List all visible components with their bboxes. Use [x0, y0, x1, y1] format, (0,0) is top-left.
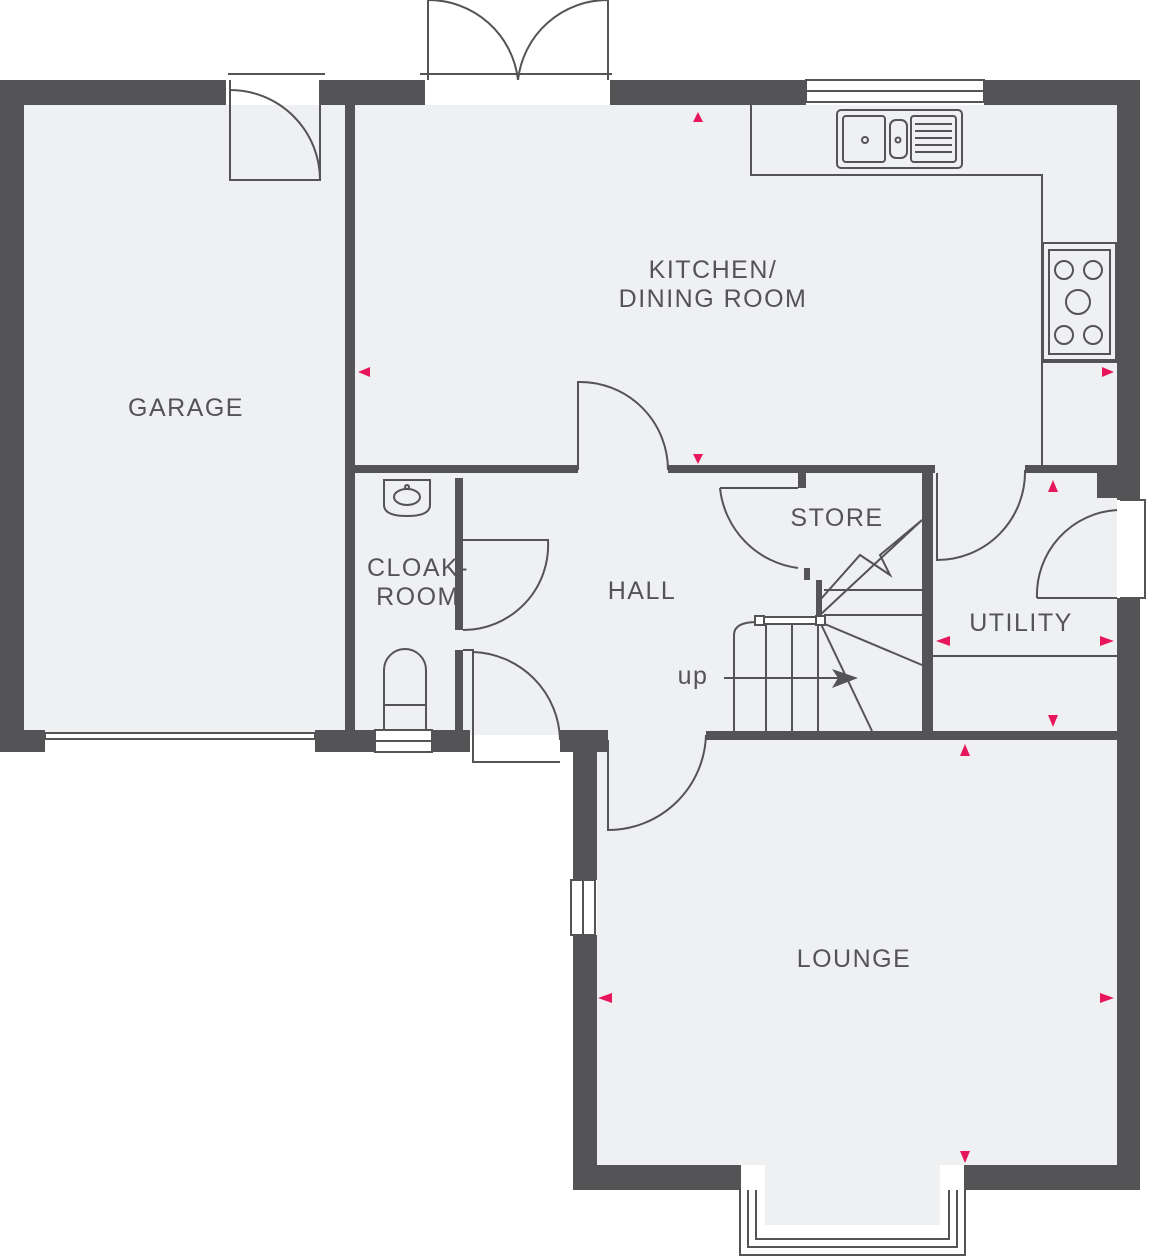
- toilet-icon: [383, 648, 427, 731]
- room-label-cloakroom-line2: ROOM: [376, 583, 460, 611]
- kitchen-units: [750, 105, 1117, 470]
- windows: [44, 79, 985, 1256]
- room-label-utility: UTILITY: [969, 609, 1073, 637]
- room-label-garage: GARAGE: [128, 394, 244, 422]
- room-label-kitchen-line1: KITCHEN/: [649, 256, 778, 284]
- room-label-hall: HALL: [608, 577, 677, 605]
- stairs-arrow-icon: [832, 669, 858, 688]
- stairs-up-label: up: [678, 662, 709, 690]
- hob-icon: [1042, 242, 1117, 361]
- doors: [228, 0, 1146, 832]
- sink-icon: [836, 109, 963, 169]
- basin-icon: [383, 479, 431, 518]
- room-label-lounge: LOUNGE: [797, 945, 912, 973]
- staircase[interactable]: [724, 519, 923, 732]
- walls: [0, 80, 1140, 1190]
- dimension-markers: [358, 112, 1114, 1163]
- room-label-store: STORE: [790, 504, 883, 532]
- floor-areas: [24, 105, 1117, 1225]
- room-label-cloakroom-line1: CLOAK-: [367, 554, 469, 582]
- room-label-kitchen-line2: DINING ROOM: [619, 285, 808, 313]
